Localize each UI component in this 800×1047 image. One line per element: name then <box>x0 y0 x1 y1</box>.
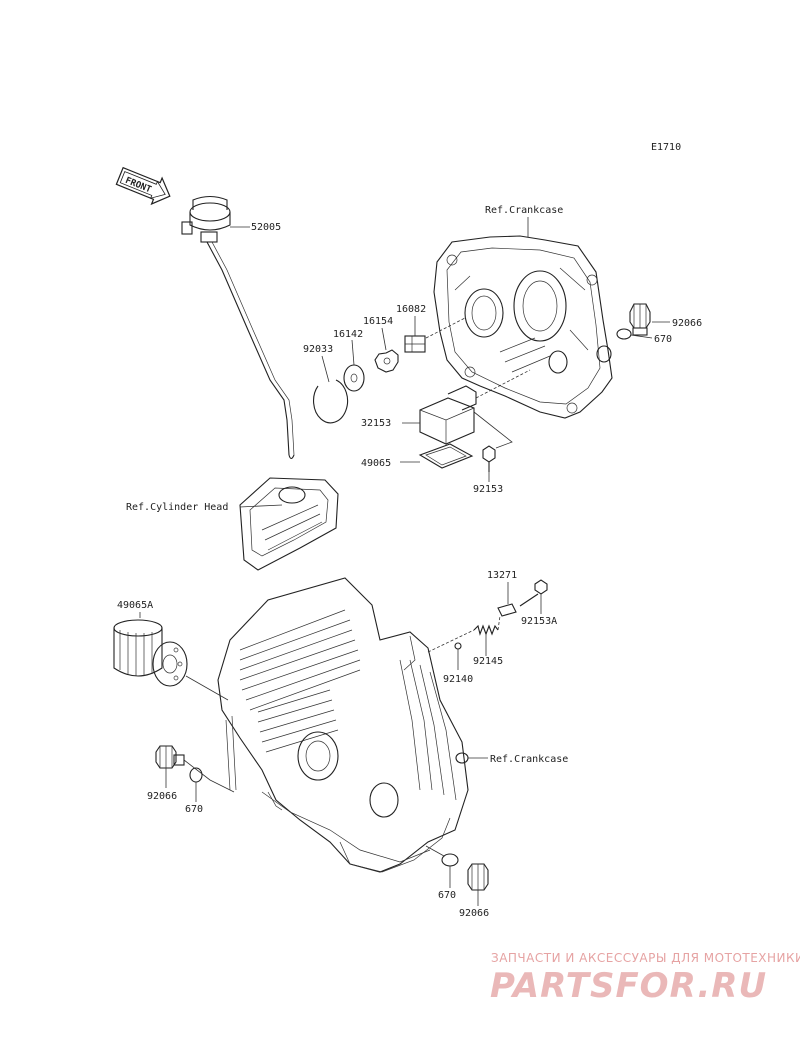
o-ring-670-bottom[interactable] <box>441 853 459 867</box>
label-670-top: 670 <box>654 334 672 345</box>
ball-92140[interactable] <box>454 642 462 650</box>
plate-13271[interactable] <box>497 603 517 617</box>
label-92033: 92033 <box>303 344 333 355</box>
cylinder-head <box>239 477 339 571</box>
drain-plug-92066-bottom[interactable] <box>467 863 489 891</box>
drain-plug-92066-top[interactable] <box>629 303 651 336</box>
circlip-92033[interactable] <box>313 379 349 424</box>
crankcase-body <box>217 577 469 873</box>
drain-plug-92066-left[interactable] <box>155 745 185 769</box>
bolt-92153A[interactable] <box>519 579 548 607</box>
label-92153: 92153 <box>473 484 503 495</box>
label-92066-left: 92066 <box>147 791 177 802</box>
label-32153: 32153 <box>361 418 391 429</box>
label-92066-bottom: 92066 <box>459 908 489 919</box>
o-ring-670-top[interactable] <box>616 328 632 340</box>
ref-cylinder-head: Ref.Cylinder Head <box>126 502 228 513</box>
diagram-code: E1710 <box>651 142 681 153</box>
label-92066-top: 92066 <box>672 318 702 329</box>
label-52005: 52005 <box>251 222 281 233</box>
gasket-49065[interactable] <box>418 443 474 469</box>
label-49065A: 49065A <box>117 600 153 611</box>
crankcase-cover <box>433 235 613 419</box>
label-49065: 49065 <box>361 458 391 469</box>
bolt-92153[interactable] <box>482 445 496 472</box>
label-13271: 13271 <box>487 570 517 581</box>
label-92153A: 92153A <box>521 616 557 627</box>
spring-92145[interactable] <box>473 624 499 636</box>
ref-crankcase-bottom: Ref.Crankcase <box>490 754 568 765</box>
dipstick-52005[interactable] <box>181 195 295 460</box>
label-16154: 16154 <box>363 316 393 327</box>
label-16082: 16082 <box>396 304 426 315</box>
o-ring-670-left[interactable] <box>189 767 203 783</box>
watermark-brand: PARTSFOR.RU <box>490 966 767 1006</box>
watermark-tagline: ЗАПЧАСТИ И АКСЕССУАРЫ ДЛЯ МОТОТЕХНИКИ <box>491 951 800 965</box>
ref-crankcase-top: Ref.Crankcase <box>485 205 563 216</box>
front-arrow-icon: FRONT <box>115 166 171 206</box>
oil-filter-49065A[interactable] <box>113 619 188 687</box>
label-92140: 92140 <box>443 674 473 685</box>
label-670-bottom: 670 <box>438 890 456 901</box>
part-16082[interactable] <box>404 335 426 353</box>
label-92145: 92145 <box>473 656 503 667</box>
label-16142: 16142 <box>333 329 363 340</box>
oil-pump-rotor-16154[interactable] <box>374 349 399 373</box>
breather-valve-32153[interactable] <box>419 385 477 445</box>
oil-pump-rotor-16142[interactable] <box>343 364 365 392</box>
label-670-left: 670 <box>185 804 203 815</box>
